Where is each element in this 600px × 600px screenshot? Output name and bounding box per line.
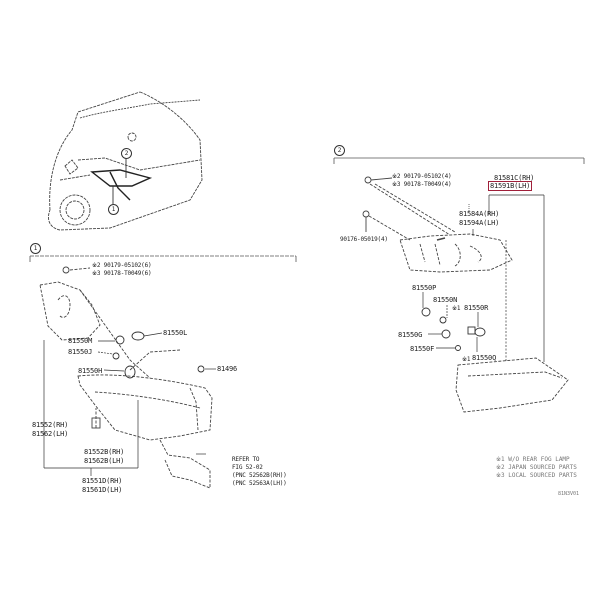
part-81550Q[interactable]: 81550Q [472,354,497,362]
section1-bulbs [112,331,205,379]
part-81594A-lh[interactable]: 81594A(LH) [459,219,500,227]
section2-number: 2 [334,145,345,156]
overview-callout-2: 2 [121,148,132,159]
section1-fastener-japan: ※2 90179-05102(6) [92,262,152,269]
part-81550R[interactable]: 81550R [464,304,489,312]
section2-fastener-local: ※3 90178-T0049(4) [392,181,452,188]
section2-fastener-japan: ※2 90179-05102(4) [392,173,452,180]
car-rear-overview [48,91,203,231]
section2-leader-lines [422,194,545,362]
part-81550G[interactable]: 81550G [398,331,423,339]
part-81581C-rh[interactable]: 81581C(RH) [494,174,535,182]
section1-number: 1 [30,243,41,254]
section1-bracket [29,255,297,262]
section1-fastener-local: ※3 90178-T0049(6) [92,270,152,277]
part-81561D-lh[interactable]: 81561D(LH) [82,486,123,494]
section2-bulbs [421,307,486,351]
legend-note-1: ※1 W/O REAR FOG LAMP [496,456,570,463]
part-81550N[interactable]: 81550N [433,296,458,304]
refer-to-line1: REFER TO [232,456,260,463]
section1-leader-lines [43,332,216,476]
part-81552-rh[interactable]: 81552(RH) [32,421,69,429]
part-81496[interactable]: 81496 [217,365,238,373]
figure-code: 81N3V01 [558,491,580,497]
part-81550R-note: ※1 [452,305,461,312]
section1-parts [39,266,213,489]
part-81562-lh[interactable]: 81562(LH) [32,430,69,438]
section2-parts [362,176,569,413]
part-81551D-rh[interactable]: 81551D(RH) [82,477,123,485]
section2-clip: 90176-05019(4) [340,236,388,243]
part-81552B-rh[interactable]: 81552B(RH) [84,448,125,456]
part-81584A-rh[interactable]: 81584A(RH) [459,210,500,218]
part-81550J[interactable]: 81550J [68,348,93,356]
section2-bracket [333,157,585,164]
refer-to-line2[interactable]: FIG 52-02 [232,464,263,471]
part-81591B-lh-highlighted[interactable]: 81591B(LH) [488,181,533,191]
part-81550M[interactable]: 81550M [68,337,93,345]
refer-to-line4: (PNC 52563A(LH)) [232,480,287,487]
refer-to-line3: (PNC 52562B(RH)) [232,472,287,479]
part-81550P[interactable]: 81550P [412,284,437,292]
part-81550Q-note: ※1 [462,356,471,363]
legend-note-3: ※3 LOCAL SOURCED PARTS [496,472,577,479]
overview-callout-1: 1 [108,204,119,215]
part-81550F[interactable]: 81550F [410,345,435,353]
legend-note-2: ※2 JAPAN SOURCED PARTS [496,464,577,471]
part-81550L[interactable]: 81550L [163,329,188,337]
tail-lamp-outline [90,169,153,201]
part-81562B-lh[interactable]: 81562B(LH) [84,457,125,465]
part-81550H[interactable]: 81550H [78,367,103,375]
